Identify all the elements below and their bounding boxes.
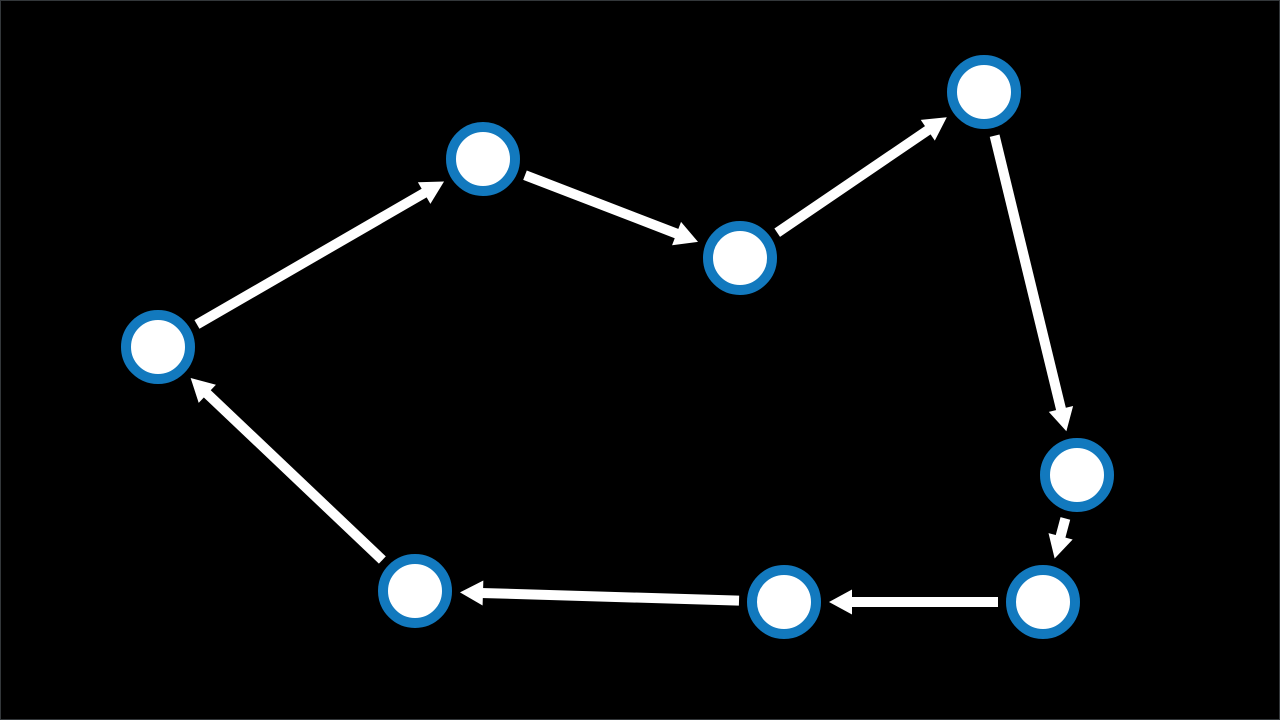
arrowhead-icon-5 xyxy=(1048,533,1073,559)
arrowhead-icon-3 xyxy=(920,117,947,141)
arrowhead-icon-8 xyxy=(190,377,216,403)
edge-line-1-n1-to-n2 xyxy=(194,187,429,329)
graph-node-bottom-middle xyxy=(747,565,821,639)
arrowhead-icon-7 xyxy=(459,580,484,606)
edge-line-4-n4-to-n5 xyxy=(989,134,1067,413)
arrowhead-icon-4 xyxy=(1048,405,1074,432)
edge-line-5-n5-to-n6 xyxy=(1055,517,1071,540)
edge-line-8-n8-to-n1 xyxy=(202,388,386,564)
graph-node-upper-left xyxy=(446,122,520,196)
graph-node-bottom-left xyxy=(378,554,452,628)
graph-node-upper-middle xyxy=(703,221,777,295)
edge-line-2-n2-to-n3 xyxy=(523,170,681,239)
edge-line-3-n3-to-n4 xyxy=(774,124,933,237)
arrowhead-icon-2 xyxy=(672,221,699,246)
arrowhead-icon-1 xyxy=(417,181,445,204)
graph-node-right xyxy=(1040,438,1114,512)
graph-node-left xyxy=(121,310,195,384)
edge-line-7-n7-to-n8 xyxy=(480,587,740,606)
graph-node-top-right xyxy=(947,55,1021,129)
graph-node-bottom-right xyxy=(1006,565,1080,639)
arrowhead-icon-6 xyxy=(829,589,852,615)
